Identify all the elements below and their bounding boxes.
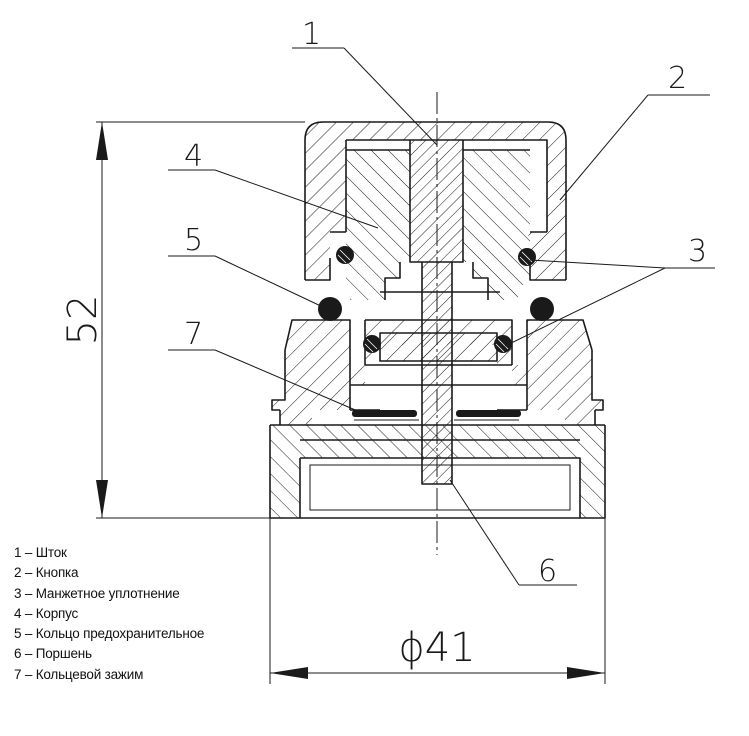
height-value: 52 xyxy=(60,295,106,346)
piston xyxy=(364,319,513,366)
callout-4: 4 xyxy=(184,139,203,174)
callout-2: 2 xyxy=(668,61,687,96)
legend-item: 1 – Шток xyxy=(14,545,67,560)
clamp-ring xyxy=(352,410,521,421)
diameter-dimension: ϕ41 xyxy=(269,518,606,684)
diameter-value: ϕ41 xyxy=(398,625,475,671)
legend-item: 6 – Поршень xyxy=(14,646,92,662)
housing-upper xyxy=(346,149,530,300)
legend-item: 5 – Кольцо предохранительное xyxy=(14,626,205,642)
cup-seals xyxy=(336,246,536,353)
parts-legend: 1 – Шток 2 – Кнопка 3 – Манжетное уплотн… xyxy=(14,543,204,685)
callout-3: 3 xyxy=(688,234,707,269)
legend-item: 3 – Манжетное уплотнение xyxy=(14,585,180,601)
height-dimension: 52 xyxy=(60,121,305,519)
callout-7: 7 xyxy=(184,317,203,352)
callout-5: 5 xyxy=(184,223,203,258)
callout-6: 6 xyxy=(538,554,557,589)
safety-ring xyxy=(318,297,554,321)
callout-numbers: 1 2 3 4 5 6 7 xyxy=(184,17,707,589)
callout-1: 1 xyxy=(302,17,321,52)
legend-item: 7 – Кольцевой зажим xyxy=(14,666,144,682)
legend-item: 2 – Кнопка xyxy=(14,565,79,581)
nut xyxy=(269,424,606,519)
leader-lines xyxy=(168,47,715,586)
body-lower xyxy=(271,319,604,425)
legend-item: 4 – Корпус xyxy=(14,605,79,621)
